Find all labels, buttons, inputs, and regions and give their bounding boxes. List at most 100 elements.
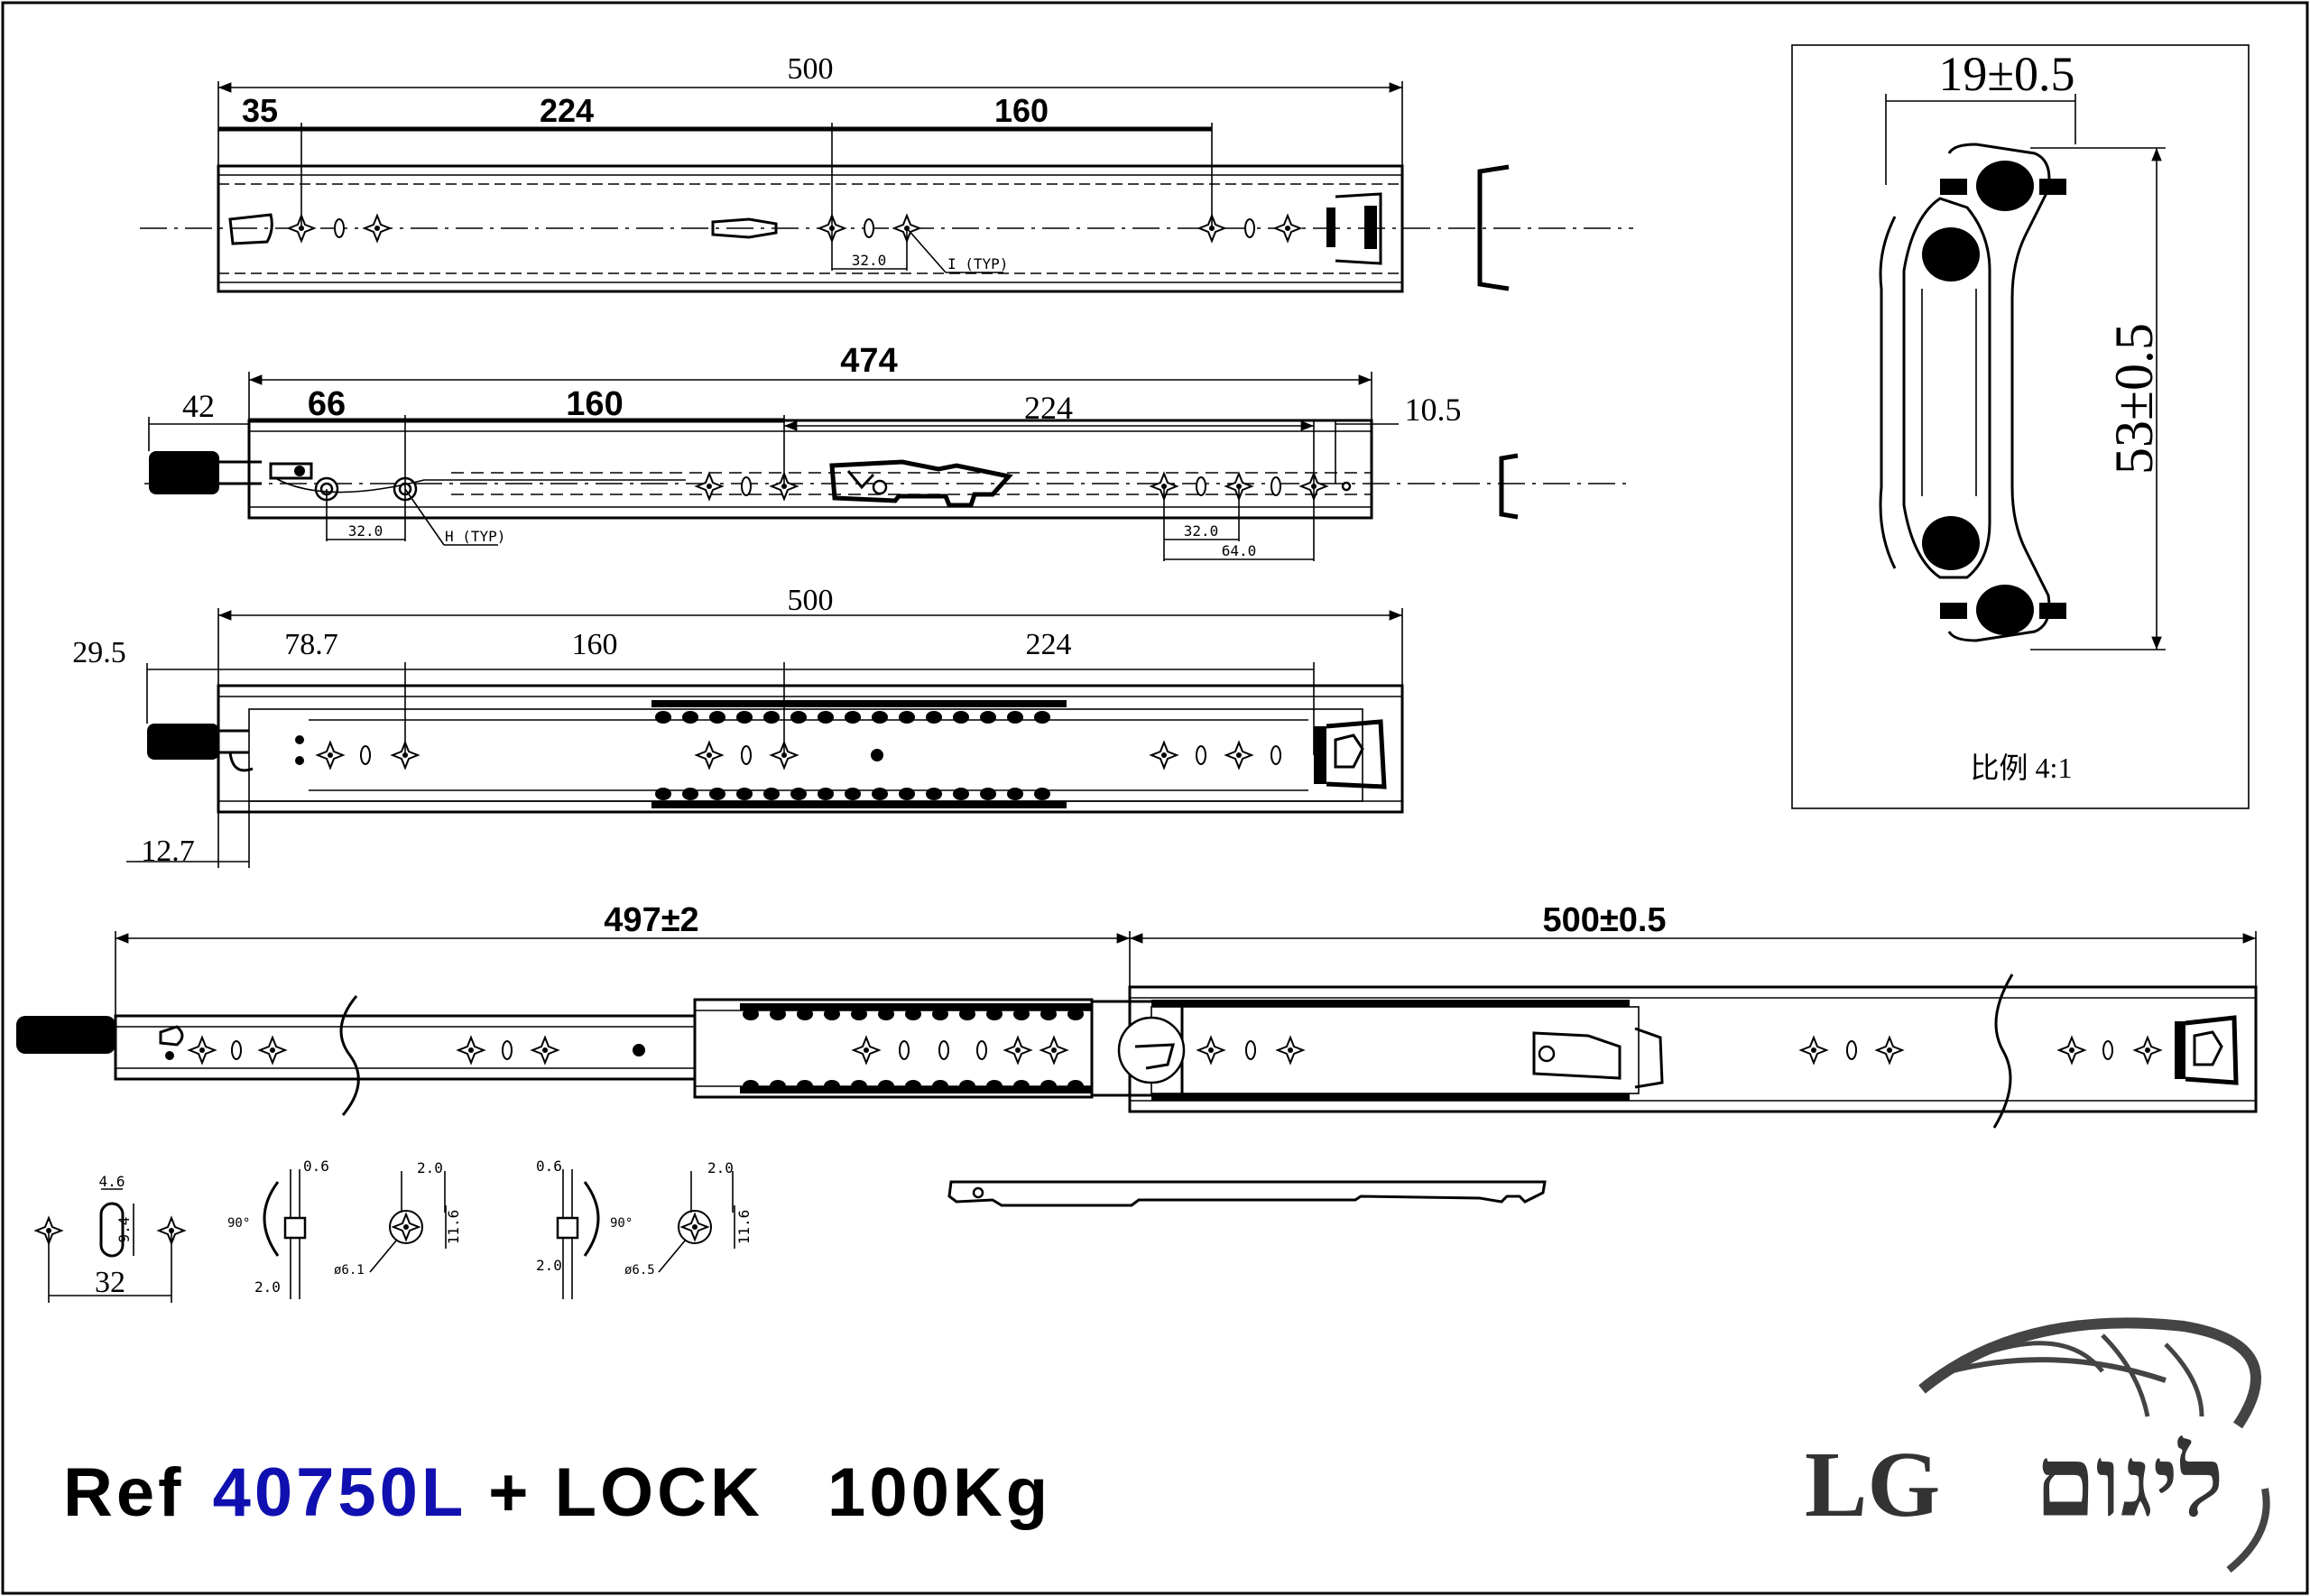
detail-slot-height: 9.4	[116, 1217, 133, 1243]
detail2-angle: 90°	[610, 1216, 633, 1231]
ball-bearing	[736, 711, 753, 724]
ball-bearing	[763, 788, 780, 800]
ref-load: 100Kg	[827, 1454, 1051, 1531]
ref-code: 40750L	[213, 1454, 466, 1531]
ball-bearing	[878, 1080, 894, 1093]
ball-bearing	[1007, 711, 1023, 724]
dim-top-first: 35	[242, 92, 278, 129]
company-logo: LG ליגום	[1805, 1317, 2270, 1573]
ball-bearing	[1067, 1008, 1084, 1020]
detail1-height: 11.6	[445, 1210, 462, 1245]
ref-suffix: + LOCK	[488, 1454, 763, 1531]
dim-top-middle: 224	[540, 92, 594, 129]
ball-bearing	[743, 1080, 759, 1093]
ball-bearing	[899, 711, 915, 724]
detail1-diameter: ø6.1	[334, 1263, 365, 1278]
dim-third-last: 224	[1026, 628, 1072, 661]
ball-bearing	[878, 1008, 894, 1020]
ball-bearing	[845, 711, 861, 724]
ball-bearing	[1013, 1008, 1030, 1020]
ball-bearing	[1013, 1080, 1030, 1093]
ref-prefix: Ref	[63, 1454, 184, 1531]
ball-bearing	[986, 1080, 1003, 1093]
dim-third-middle: 160	[572, 628, 618, 661]
dim-top-hole-pitch: 32.0	[852, 252, 887, 269]
detail2-top: 2.0	[707, 1159, 734, 1176]
dim-closed-length: 497±2	[604, 901, 698, 939]
view-inner-rail: 474 42 66 160 224 10.5 32.0 H (TYP) 32.0…	[144, 342, 1633, 561]
detail1-angle: 90°	[227, 1216, 250, 1231]
dim-section-width: 19±0.5	[1938, 47, 2074, 101]
hole-details: 4.6 9.4 32 0.6 90° 2.0 2.0 11.6 ø6.1 0.6…	[35, 1158, 753, 1303]
ball-bearing	[1034, 788, 1050, 800]
dim-third-left-offset: 29.5	[72, 636, 126, 669]
ball-bearing	[770, 1080, 786, 1093]
dim-second-pitch-double: 64.0	[1222, 542, 1257, 559]
release-lever-handle-closed	[147, 724, 219, 760]
ball-bearing	[736, 788, 753, 800]
detail2-diameter: ø6.5	[624, 1263, 655, 1278]
dim-third-overall: 500	[788, 584, 834, 617]
ball-bearing	[959, 1080, 975, 1093]
logo-latin: LG	[1805, 1433, 1940, 1536]
ball-bearing	[655, 711, 671, 724]
ball-bearing	[905, 1080, 921, 1093]
dim-section-height: 53±0.5	[2104, 323, 2164, 475]
ball-bearing	[851, 1080, 867, 1093]
ball-bearing	[655, 788, 671, 800]
ball-bearing	[1067, 1080, 1084, 1093]
ball-bearing	[932, 1008, 948, 1020]
ball-bearing	[763, 711, 780, 724]
release-lever-handle-extended	[16, 1016, 116, 1054]
ball-bearing	[845, 788, 861, 800]
release-lever-handle	[149, 451, 219, 494]
detail1-thickness: 0.6	[303, 1158, 329, 1175]
dim-second-right-offset: 10.5	[1405, 392, 1462, 428]
detail-pitch: 32	[95, 1266, 125, 1299]
ball-bearing	[932, 1080, 948, 1093]
ball-bearing	[905, 1008, 921, 1020]
ball-bearing	[682, 711, 698, 724]
ball-bearing	[986, 1008, 1003, 1020]
ref-title: Ref 40750L + LOCK 100Kg	[63, 1454, 1051, 1531]
dim-second-pitch-left: 32.0	[348, 522, 383, 540]
lock-lever-part	[947, 1180, 1547, 1207]
dim-second-last: 224	[1024, 390, 1073, 426]
ball-bearing	[682, 788, 698, 800]
ball-bearing	[980, 711, 996, 724]
ball-bearing	[790, 788, 807, 800]
ball-bearing	[872, 788, 888, 800]
detail2-thickness: 0.6	[536, 1158, 562, 1175]
ball-bearing	[851, 1008, 867, 1020]
dim-second-first: 66	[308, 385, 346, 423]
callout-h-typ: H (TYP)	[445, 528, 505, 545]
ball-bearing	[797, 1080, 813, 1093]
ball-bearing	[797, 1008, 813, 1020]
ball-bearing	[818, 788, 834, 800]
ball-bearing	[953, 788, 969, 800]
dim-second-overall: 474	[840, 342, 897, 380]
ball-bearing	[980, 788, 996, 800]
ball-bearing	[1040, 1008, 1057, 1020]
ball-bearing	[1007, 788, 1023, 800]
detail1-bottom: 2.0	[254, 1278, 281, 1296]
globe-swoosh-icon	[1918, 1317, 2270, 1573]
ball-bearing	[953, 711, 969, 724]
dim-third-height-offset: 12.7	[141, 835, 195, 868]
detail2-height: 11.6	[735, 1210, 753, 1245]
ball-bearing	[926, 711, 942, 724]
ball-bearing	[872, 711, 888, 724]
logo-hebrew: ליגום	[2035, 1430, 2224, 1537]
ball-bearing	[926, 788, 942, 800]
section-scale: 比例 4:1	[1971, 752, 2073, 784]
detail-slot-width: 4.6	[99, 1173, 125, 1190]
ball-bearing	[1040, 1080, 1057, 1093]
ball-bearing	[743, 1008, 759, 1020]
ball-bearing	[790, 711, 807, 724]
dim-top-overall: 500	[788, 52, 834, 86]
dim-second-pitch-right: 32.0	[1184, 522, 1219, 540]
dim-travel: 500±0.5	[1542, 901, 1666, 939]
ball-bearing	[959, 1008, 975, 1020]
